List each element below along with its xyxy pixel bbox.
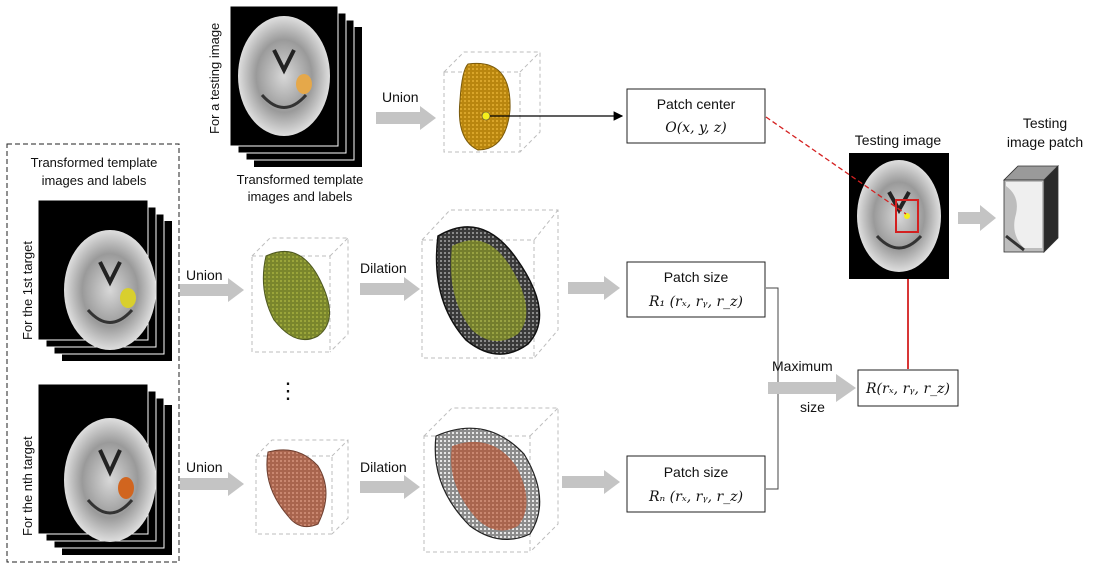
patch-center-box: Patch center O(x, y, z) bbox=[627, 89, 765, 143]
maximum-label-line2: size bbox=[800, 399, 825, 415]
first-target-label: For the 1st target bbox=[20, 241, 35, 340]
label-region bbox=[118, 477, 134, 499]
max-size-box: R(rₓ, rᵧ, r_z) bbox=[858, 370, 958, 406]
rown-union-label: Union bbox=[186, 459, 223, 475]
nth-target-label: For the nth target bbox=[20, 436, 35, 536]
patch-size-n-title: Patch size bbox=[664, 464, 729, 480]
extract-arrow bbox=[958, 205, 996, 231]
testing-image-patch-cube bbox=[1004, 166, 1058, 252]
patch-center-title: Patch center bbox=[657, 96, 736, 112]
nth-target-stack bbox=[38, 384, 172, 555]
patch-size-n-formula: Rₙ (rₓ, rᵧ, r_z) bbox=[648, 489, 743, 505]
rown-union-arrow bbox=[180, 472, 244, 496]
rown-union-volume bbox=[256, 440, 348, 534]
top-caption-line2: images and labels bbox=[248, 189, 353, 204]
row1-union-volume bbox=[252, 238, 348, 352]
label-region bbox=[296, 74, 312, 94]
testing-image-title: Testing image bbox=[855, 132, 942, 148]
patch-size-1-box: Patch size R₁ (rₓ, rᵧ, r_z) bbox=[627, 262, 765, 317]
patch-size-1-title: Patch size bbox=[664, 269, 729, 285]
top-caption-line1: Transformed template bbox=[237, 172, 364, 187]
testing-patch-title-line1: Testing bbox=[1023, 115, 1067, 131]
first-target-stack bbox=[38, 200, 172, 361]
testing-patch-title-line2: image patch bbox=[1007, 134, 1083, 150]
patch-center-formula: O(x, y, z) bbox=[665, 120, 727, 136]
rows-ellipsis: ⋮ bbox=[277, 378, 299, 403]
top-union-label: Union bbox=[382, 89, 419, 105]
row1-size-arrow bbox=[568, 276, 620, 300]
max-size-formula: R(rₓ, rᵧ, r_z) bbox=[865, 381, 950, 397]
maximum-label-line1: Maximum bbox=[772, 358, 833, 374]
maximum-arrow bbox=[768, 374, 856, 402]
patch-size-1-formula: R₁ (rₓ, rᵧ, r_z) bbox=[648, 294, 743, 310]
brain-slice-image bbox=[64, 418, 156, 542]
patch-center-point bbox=[482, 112, 490, 120]
row1-dilation-arrow bbox=[360, 277, 420, 301]
row1-dilated-volume bbox=[422, 210, 558, 358]
rown-dilation-label: Dilation bbox=[360, 459, 407, 475]
top-union-arrow bbox=[376, 106, 436, 130]
row1-union-label: Union bbox=[186, 267, 223, 283]
rown-dilated-volume bbox=[424, 408, 558, 552]
label-region bbox=[120, 288, 136, 308]
top-side-label: For a testing image bbox=[207, 23, 222, 134]
rown-dilation-arrow bbox=[360, 475, 420, 499]
rown-size-arrow bbox=[562, 470, 620, 494]
row1-dilation-label: Dilation bbox=[360, 260, 407, 276]
top-union-volume bbox=[444, 52, 540, 152]
testing-image bbox=[849, 153, 949, 279]
top-template-stack bbox=[230, 6, 362, 167]
brain-slice-image bbox=[238, 16, 330, 136]
template-group-title-line1: Transformed template bbox=[31, 155, 158, 170]
brain-slice-image bbox=[64, 230, 156, 350]
patch-size-n-box: Patch size Rₙ (rₓ, rᵧ, r_z) bbox=[627, 456, 765, 512]
template-group-title-line2: images and labels bbox=[42, 173, 147, 188]
